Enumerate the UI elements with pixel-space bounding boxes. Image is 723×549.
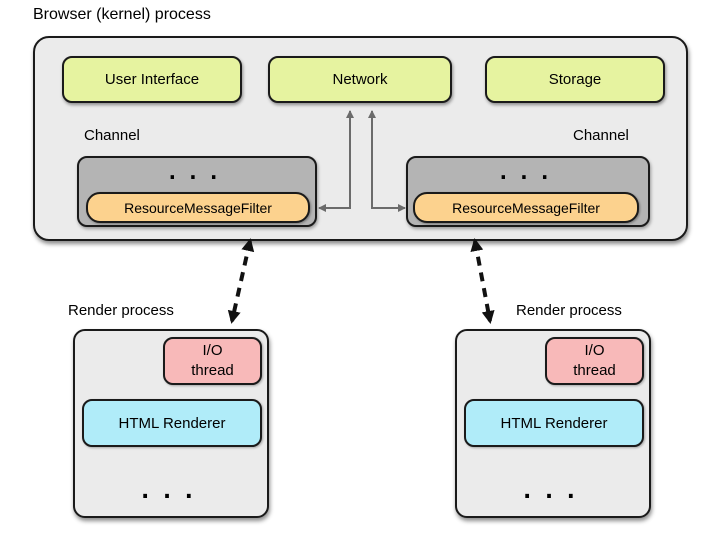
resource-message-filter-right: ResourceMessageFilter <box>413 192 639 223</box>
render-right-ellipsis: ... <box>520 478 586 504</box>
render-left-ellipsis: ... <box>138 478 204 504</box>
channel-left-to-render-left-arrow <box>227 238 255 324</box>
user-interface-node: User Interface <box>62 56 242 103</box>
channel-left-ellipsis: ... <box>166 160 228 184</box>
io-thread-right-line2: thread <box>573 362 616 379</box>
network-node: Network <box>268 56 452 103</box>
browser-process-title: Browser (kernel) process <box>33 6 211 23</box>
io-thread-left-line2: thread <box>191 362 234 379</box>
html-renderer-right-node: HTML Renderer <box>464 399 644 447</box>
storage-node: Storage <box>485 56 665 103</box>
channel-right-label: Channel <box>573 127 629 144</box>
io-thread-right-line1: I/O <box>584 341 605 359</box>
render-process-left-title: Render process <box>68 302 174 319</box>
io-thread-left-node: I/O thread <box>163 337 262 385</box>
io-thread-right-node: I/O thread <box>545 337 644 385</box>
channel-left-label: Channel <box>84 127 140 144</box>
channel-right-ellipsis: ... <box>497 160 559 184</box>
channel-right-to-render-right-arrow <box>470 238 495 324</box>
html-renderer-left-node: HTML Renderer <box>82 399 262 447</box>
render-process-right-title: Render process <box>516 302 622 319</box>
resource-message-filter-left: ResourceMessageFilter <box>86 192 310 223</box>
io-thread-left-line1: I/O <box>202 341 223 359</box>
